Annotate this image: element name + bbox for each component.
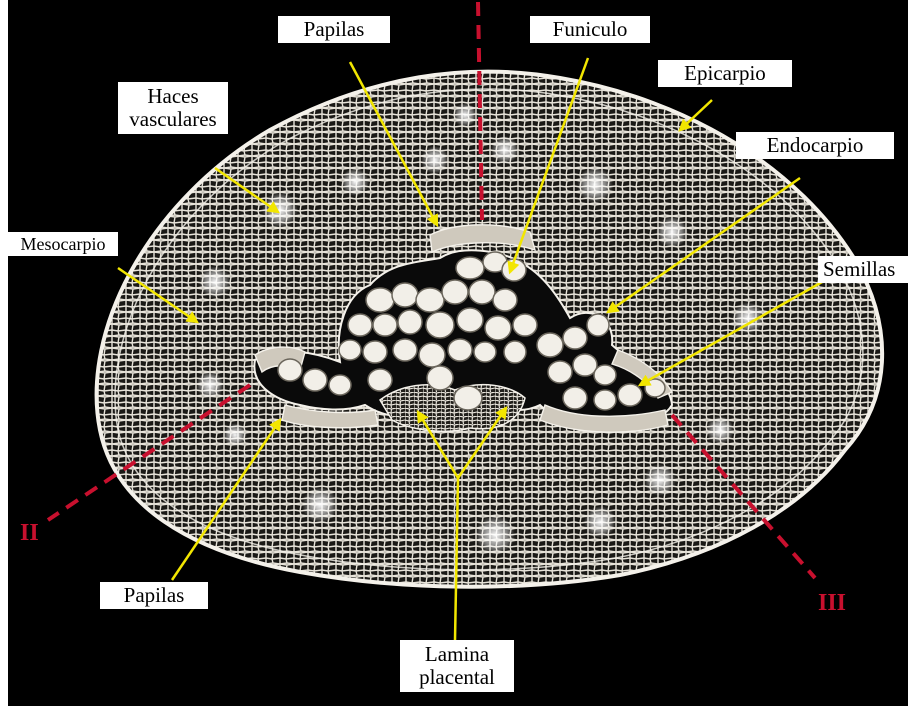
label-haces-line2: vasculares xyxy=(122,108,224,131)
label-funiculo: Funiculo xyxy=(530,16,650,43)
label-lamina-line2: placental xyxy=(404,666,510,689)
label-haces-line1: Haces xyxy=(122,85,224,108)
section-mark-iii: III xyxy=(818,590,846,616)
label-mesocarpio: Mesocarpio xyxy=(8,232,118,256)
label-papilas-top: Papilas xyxy=(278,16,390,43)
label-endocarpio: Endocarpio xyxy=(736,132,894,159)
label-papilas-bottom: Papilas xyxy=(100,582,208,609)
label-semillas: Semillas xyxy=(818,256,916,283)
label-lamina-line1: Lamina xyxy=(404,643,510,666)
section-mark-ii: II xyxy=(20,520,39,546)
label-haces-vasculares: Haces vasculares xyxy=(118,82,228,134)
label-lamina-placental: Lamina placental xyxy=(400,640,514,692)
placental-lamina xyxy=(380,385,525,432)
label-epicarpio: Epicarpio xyxy=(658,60,792,87)
